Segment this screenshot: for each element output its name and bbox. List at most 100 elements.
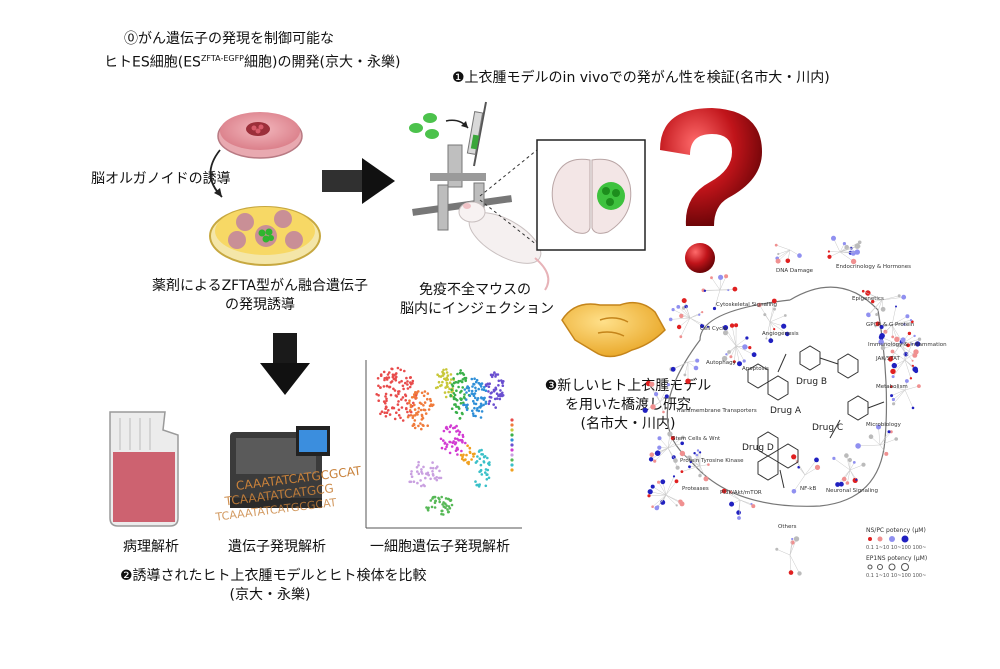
umap-point xyxy=(444,447,447,451)
umap-point xyxy=(419,479,422,482)
umap-point xyxy=(425,506,428,509)
network-edge xyxy=(892,359,906,372)
umap-point xyxy=(461,386,465,389)
single-cell-label: 一細胞遺伝子発現解析 xyxy=(370,539,510,555)
network-node xyxy=(891,362,897,369)
network-node xyxy=(909,319,913,322)
network-node xyxy=(791,537,794,541)
umap-point xyxy=(480,453,483,456)
umap-point xyxy=(387,376,391,379)
network-edge xyxy=(724,345,737,359)
svg-text:0.1 1~10 10~100 100~: 0.1 1~10 10~100 100~ xyxy=(866,573,926,579)
umap-point xyxy=(450,407,454,411)
umap-point xyxy=(394,376,397,380)
umap-point xyxy=(426,397,429,401)
network-node xyxy=(723,330,728,336)
umap-point xyxy=(410,396,414,399)
brain-section-icon xyxy=(536,139,646,251)
network-node xyxy=(788,570,794,575)
umap-point xyxy=(458,438,462,442)
network-node xyxy=(700,323,705,329)
network-edge xyxy=(879,438,897,446)
network-node xyxy=(878,339,884,345)
network-category-label: PI3K/Akt/mTOR xyxy=(720,490,762,496)
umap-point xyxy=(404,394,408,398)
umap-point xyxy=(461,371,464,375)
umap-point xyxy=(478,483,482,486)
network-edge xyxy=(769,315,786,323)
network-edge xyxy=(881,296,904,301)
network-node xyxy=(790,540,795,545)
umap-point xyxy=(435,476,439,479)
network-edge xyxy=(665,494,683,505)
network-node xyxy=(785,258,791,264)
network-node xyxy=(674,479,679,484)
umap-point xyxy=(413,426,417,430)
network-edge xyxy=(683,300,691,319)
network-node xyxy=(891,397,896,402)
network-edge xyxy=(847,469,851,484)
network-node xyxy=(693,452,696,455)
umap-point xyxy=(397,408,401,412)
network-edge xyxy=(739,499,754,507)
umap-point xyxy=(466,461,469,464)
network-node xyxy=(841,476,847,482)
network-node xyxy=(654,392,659,397)
network-node xyxy=(785,331,790,337)
network-node xyxy=(695,358,700,363)
network-edge xyxy=(678,306,691,319)
umap-point xyxy=(479,402,483,406)
sequencer-icon xyxy=(230,426,330,508)
umap-point xyxy=(487,385,491,389)
network-node xyxy=(777,252,780,256)
network-edge xyxy=(730,491,741,501)
umap-point xyxy=(388,371,391,374)
umap-point xyxy=(384,415,388,418)
network-edge xyxy=(863,290,883,301)
umap-point xyxy=(385,378,389,381)
umap-point xyxy=(474,414,477,418)
umap-point xyxy=(456,453,459,456)
umap-point xyxy=(426,471,430,475)
step2-label: ❷誘導されたヒト上衣腫モデルとヒト検体を比較 (京大・永樂) xyxy=(120,568,427,603)
umap-point xyxy=(419,422,422,425)
umap-point xyxy=(384,392,388,396)
umap-point xyxy=(449,498,453,502)
network-node xyxy=(729,355,733,359)
umap-point xyxy=(411,379,415,383)
umap-point xyxy=(382,370,386,374)
network-node xyxy=(676,324,682,330)
umap-point xyxy=(465,408,469,412)
umap-point xyxy=(403,369,406,373)
umap-point xyxy=(427,408,431,411)
network-node xyxy=(878,334,884,340)
network-node xyxy=(797,253,802,258)
organoid-label: 脳オルガノイドの誘導 xyxy=(91,171,231,187)
network-node xyxy=(913,349,919,355)
umap-point xyxy=(385,384,389,388)
network-edge xyxy=(648,494,667,497)
network-node xyxy=(831,235,836,241)
umap-legend-dot xyxy=(510,453,514,457)
network-node xyxy=(695,453,699,457)
network-category-label: Proteases xyxy=(682,486,709,492)
network-node xyxy=(706,325,710,328)
umap-point xyxy=(478,382,482,386)
umap-legend-dot xyxy=(510,468,514,472)
umap-point xyxy=(400,379,403,383)
umap-point xyxy=(431,470,434,473)
network-node xyxy=(857,244,861,248)
umap-point xyxy=(413,403,416,407)
network-node xyxy=(903,323,906,326)
umap-point xyxy=(440,512,443,516)
drug-induction-label: 薬剤によるZFTA型がん融合遺伝子 の発現誘導 xyxy=(151,278,369,313)
network-edge xyxy=(893,389,906,404)
network-node xyxy=(783,314,787,317)
umap-point xyxy=(487,390,490,393)
network-edge xyxy=(659,438,669,449)
network-node xyxy=(814,464,821,470)
umap-point xyxy=(400,406,404,409)
network-edge xyxy=(793,474,806,492)
umap-point xyxy=(446,510,450,514)
network-edge xyxy=(904,343,913,361)
